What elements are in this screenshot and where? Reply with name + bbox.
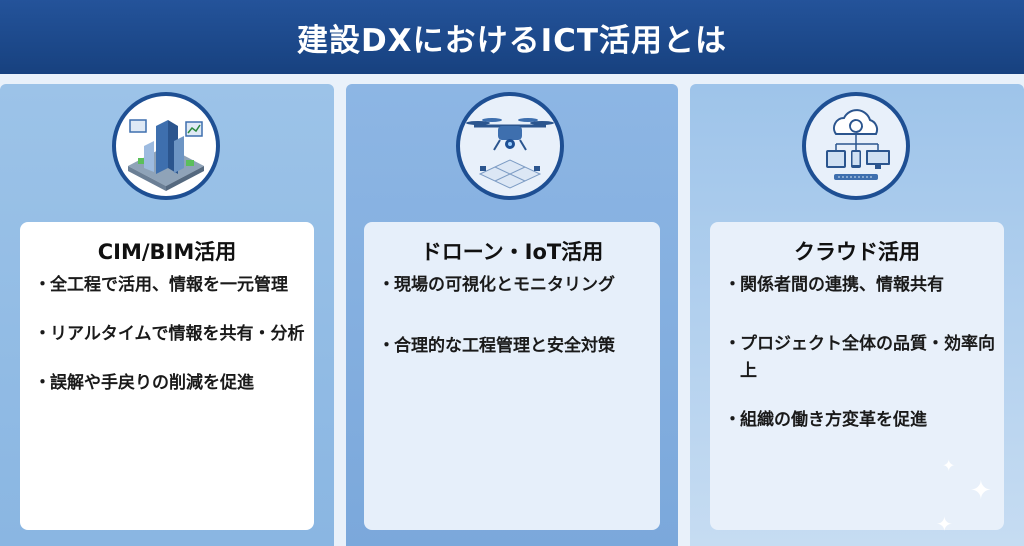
column-cim-bim: CIM/BIM活用 ・全工程で活用、情報を一元管理 ・リアルタイムで情報を共有・… [0,84,334,546]
list-item: ・組織の働き方変革を促進 [724,410,927,430]
cloud-devices-icon [802,92,910,200]
column-cloud: クラウド活用 ・関係者間の連携、情報共有 ・プロジェクト全体の品質・効率向上 ・… [690,84,1024,546]
card-title: CIM/BIM活用 [97,240,237,264]
card-title: ドローン・IoT活用 [420,240,604,264]
list-item: ・全工程で活用、情報を一元管理 [34,275,288,295]
sparkle-icon: ✦ [942,456,956,475]
header-banner: 建設DXにおけるICT活用とは [0,0,1024,74]
card-drone-iot: ドローン・IoT活用 ・現場の可視化とモニタリング ・合理的な工程管理と安全対策 [364,222,660,530]
list-item: ・誤解や手戻りの削減を促進 [34,373,254,393]
card-cloud: クラウド活用 ・関係者間の連携、情報共有 ・プロジェクト全体の品質・効率向上 ・… [710,222,1004,530]
sparkle-icon: ✦ [970,476,992,506]
drone-icon [456,92,564,200]
list-item: ・プロジェクト全体の品質・効率向上 [724,334,995,381]
column-drone-iot: ドローン・IoT活用 ・現場の可視化とモニタリング ・合理的な工程管理と安全対策 [346,84,678,546]
sparkle-icon: ✦ [936,512,953,536]
list-item: ・リアルタイムで情報を共有・分析 [34,324,305,344]
card-title: クラウド活用 [794,240,920,264]
list-item: ・関係者間の連携、情報共有 [724,275,944,295]
list-item: ・現場の可視化とモニタリング [378,275,615,295]
list-item: ・合理的な工程管理と安全対策 [378,336,615,356]
card-cim-bim: CIM/BIM活用 ・全工程で活用、情報を一元管理 ・リアルタイムで情報を共有・… [20,222,314,530]
page-title: 建設DXにおけるICT活用とは [296,22,728,59]
city-model-icon [112,92,220,200]
